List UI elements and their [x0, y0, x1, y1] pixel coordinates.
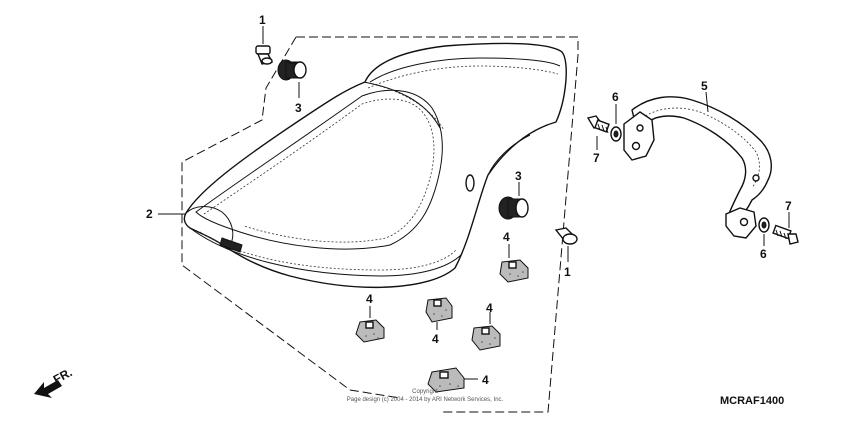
grommet-mid[interactable]	[498, 196, 529, 220]
assembly-boundary	[181, 36, 579, 413]
clip-c[interactable]	[425, 297, 453, 323]
diagram-code: MCRAF1400	[720, 395, 784, 407]
washer-bottom[interactable]	[758, 217, 770, 233]
pin-top[interactable]	[255, 45, 274, 65]
copyright-line-1: Copyright	[412, 389, 438, 395]
callout-1-top: 1	[259, 13, 266, 27]
pin-bottom[interactable]	[554, 227, 578, 245]
clip-e[interactable]	[427, 367, 465, 393]
clip-d[interactable]	[471, 325, 501, 351]
callout-5: 5	[701, 79, 708, 93]
callout-4-a: 4	[503, 230, 510, 244]
callout-3-mid: 3	[515, 169, 522, 183]
callout-4-d: 4	[486, 301, 493, 315]
callout-4-e: 4	[482, 373, 489, 387]
callout-7-bottom: 7	[785, 199, 792, 213]
callout-6-bottom: 6	[760, 247, 767, 261]
bolt-top[interactable]	[586, 115, 610, 134]
callout-6-top: 6	[612, 90, 619, 104]
copyright-line-2: Page design (c) 2004 - 2014 by ARI Netwo…	[347, 397, 504, 403]
callout-1-bottom: 1	[564, 265, 571, 279]
grab-rail[interactable]	[623, 96, 772, 239]
clip-a[interactable]	[499, 259, 529, 283]
front-arrow-icon	[34, 380, 62, 398]
bolt-bottom[interactable]	[772, 224, 799, 245]
seat[interactable]	[183, 42, 567, 289]
clip-b[interactable]	[355, 319, 385, 343]
callout-4-b: 4	[366, 292, 373, 306]
callout-7-top: 7	[593, 151, 600, 165]
grommet-top[interactable]	[277, 59, 307, 81]
callout-2: 2	[146, 207, 153, 221]
callout-3-top: 3	[295, 101, 302, 115]
callout-4-c: 4	[432, 332, 439, 346]
washer-top[interactable]	[610, 126, 622, 142]
